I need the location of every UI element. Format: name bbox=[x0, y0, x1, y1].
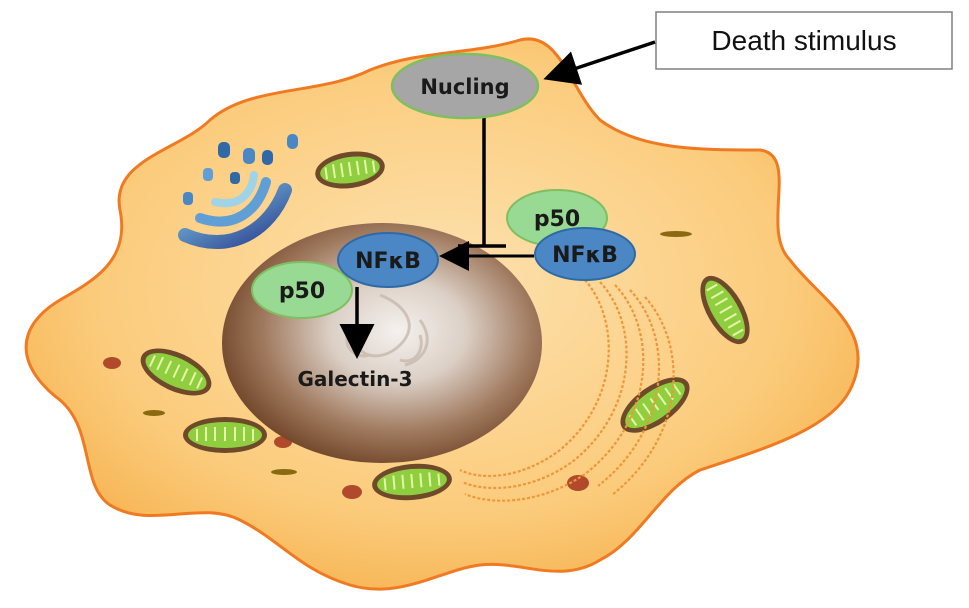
inhibition-line bbox=[458, 112, 506, 248]
nuclear-p50-nfkb-complex: p50 NFκB bbox=[251, 232, 439, 319]
endoplasmic-reticulum bbox=[459, 279, 675, 502]
p50-nuclear-label: p50 bbox=[279, 279, 325, 304]
nucling: Nucling bbox=[390, 52, 540, 120]
mitochondrion bbox=[700, 275, 750, 345]
nfkb-nuclear-label: NFκB bbox=[355, 249, 421, 274]
mitochondrion bbox=[315, 151, 385, 189]
mitochondrion bbox=[140, 348, 212, 396]
mitochondrion bbox=[372, 463, 452, 501]
nfkb-cytoplasmic bbox=[534, 227, 636, 281]
golgi-apparatus bbox=[178, 134, 298, 250]
p50-nuclear bbox=[251, 261, 353, 319]
cytoplasmic-p50-nfkb-complex: p50 NFκB bbox=[506, 189, 636, 281]
death-stimulus-label: Death stimulus bbox=[711, 25, 896, 56]
stimulus-arrow bbox=[543, 40, 656, 85]
death-stimulus-box: Death stimulus bbox=[655, 11, 953, 70]
nfkb-nuclear bbox=[337, 232, 439, 288]
lysosomes bbox=[103, 231, 692, 499]
galectin-3-label: Galectin-3 bbox=[297, 367, 412, 391]
mitochondrion bbox=[183, 417, 267, 453]
nfkb-cytoplasmic-label: NFκB bbox=[552, 243, 618, 268]
nucling-label: Nucling bbox=[420, 75, 509, 99]
